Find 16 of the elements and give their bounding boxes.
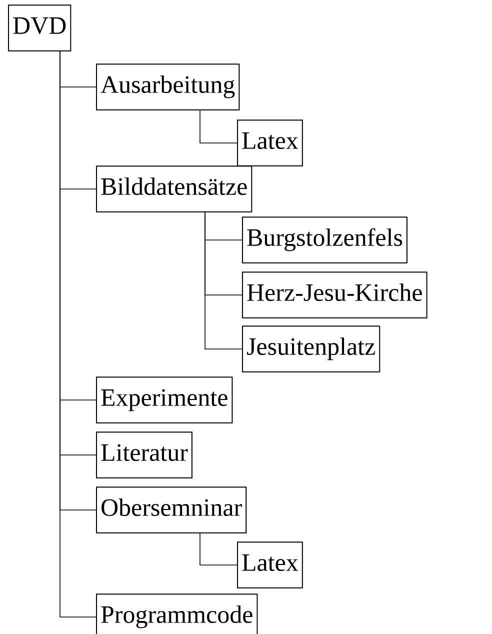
folder-box: Experimente — [96, 376, 233, 424]
folder-box: Literatur — [96, 432, 192, 478]
tree-line — [200, 110, 238, 144]
tree-line — [60, 50, 96, 618]
tree-line — [204, 212, 242, 350]
tree-line — [200, 532, 238, 566]
folder-box: Bilddatensätze — [96, 166, 252, 212]
folder-box: DVD — [8, 4, 72, 52]
folder-box: Burgstolzenfels — [242, 216, 408, 264]
folder-box: Obersemninar — [96, 486, 247, 534]
folder-box: Jesuitenplatz — [242, 326, 380, 372]
folder-box: Herz-Jesu-Kirche — [242, 272, 428, 318]
folder-box: Programmcode — [96, 594, 258, 634]
folder-box: Latex — [237, 120, 303, 166]
folder-box: Ausarbeitung — [96, 64, 240, 110]
folder-box: Latex — [237, 542, 303, 588]
